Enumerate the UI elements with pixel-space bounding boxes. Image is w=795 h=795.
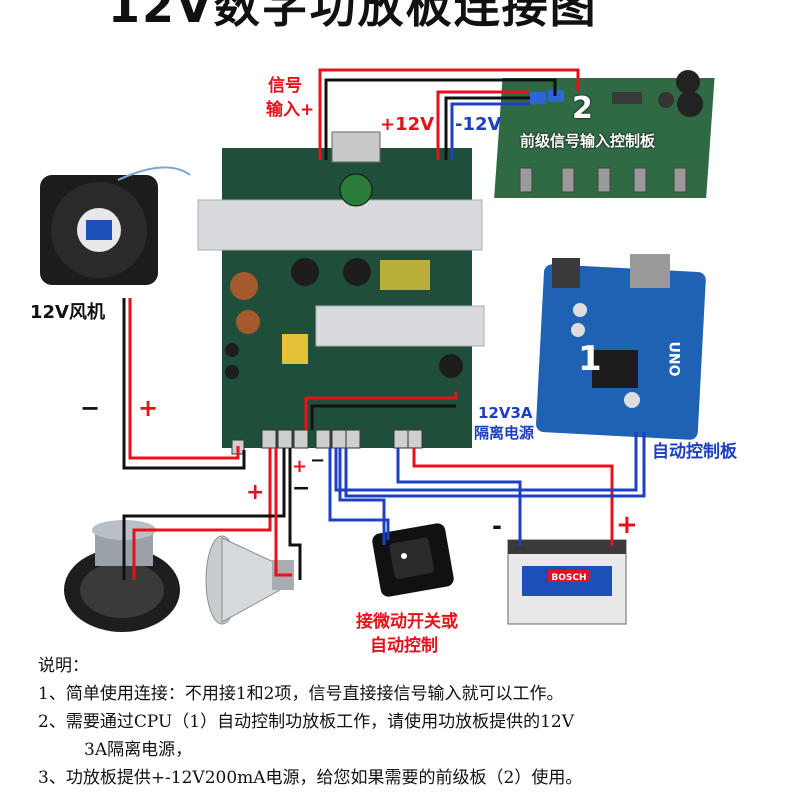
wire-horn-black xyxy=(288,448,302,580)
notes-line-3: 3、功放板提供+-12V200mA电源，给您如果需要的前级板（2）使用。 xyxy=(38,768,583,788)
notes-line-1: 1、简单使用连接：不用接1和2项，信号直接接信号输入就可以工作。 xyxy=(38,684,564,704)
wire-battery-plus xyxy=(412,448,614,546)
wire-fan-black xyxy=(122,298,246,470)
speaker xyxy=(64,520,180,632)
wire-horn-red xyxy=(274,448,292,577)
wire-switch-blue-a xyxy=(328,448,390,540)
battery-plus-label: + xyxy=(616,510,638,540)
iso-power-label-line2: 隔离电源 xyxy=(474,424,535,442)
wire-speaker-red-a xyxy=(132,448,272,580)
fan-minus-label: − xyxy=(80,394,101,422)
wire-fan-red xyxy=(128,298,240,460)
fan-label: 12V风机 xyxy=(30,302,105,323)
preamp-number: 2 xyxy=(572,91,593,126)
battery: BOSCH xyxy=(507,539,627,625)
arduino-number: 1 xyxy=(578,339,602,379)
arduino-uno-text: UNO xyxy=(665,341,682,377)
wire-signal-black xyxy=(324,78,557,160)
wire-gnd xyxy=(444,96,530,160)
fan xyxy=(40,166,191,285)
minus12v-label: -12V xyxy=(455,114,502,135)
speaker-plus-label-a: + xyxy=(246,480,265,505)
wire-minus12v xyxy=(450,102,530,160)
wire-arduino-blue-a xyxy=(334,432,638,492)
arduino-board xyxy=(536,254,706,440)
notes-line-2a: 2、需要通过CPU（1）自动控制功放板工作，请使用功放板提供的12V xyxy=(38,712,575,732)
signal-input-label-line1: 信号 xyxy=(268,76,302,96)
wires xyxy=(122,68,646,580)
plus12v-label: +12V xyxy=(380,114,435,135)
preamp-board-label: 前级信号输入控制板 xyxy=(520,132,656,150)
switch-label-line2: 自动控制 xyxy=(370,636,438,656)
notes-section: 说明： 1、简单使用连接：不用接1和2项，信号直接接信号输入就可以工作。 2、需… xyxy=(38,652,582,792)
wire-plus12v xyxy=(436,90,530,160)
iso-power-label-line1: 12V3A xyxy=(478,404,533,422)
amplifier-board xyxy=(197,131,485,448)
rocker-switch xyxy=(372,523,454,597)
battery-minus-label: - xyxy=(492,512,502,540)
preamp-board xyxy=(494,70,715,198)
battery-brand: BOSCH xyxy=(551,573,586,583)
page-title: 12V数字功放板连接图 xyxy=(108,0,598,33)
wire-iso-red xyxy=(304,392,458,430)
speaker-plus-label-b: + xyxy=(292,456,308,477)
speaker-minus-label-a: − xyxy=(292,476,311,501)
switch-label-line1: 接微动开关或 xyxy=(356,612,458,632)
notes-line-2b: 3A隔离电源， xyxy=(84,740,193,760)
wire-signal-red xyxy=(318,68,580,160)
fan-plus-label: + xyxy=(138,394,159,422)
wire-arduino-blue-b xyxy=(344,432,646,498)
auto-board-label: 自动控制板 xyxy=(652,442,737,462)
wire-battery-minus xyxy=(396,448,522,546)
signal-input-label-line2: 输入+ xyxy=(266,100,315,120)
notes-heading: 说明： xyxy=(38,656,89,676)
speaker-minus-label-b: − xyxy=(310,450,326,471)
horn-speaker xyxy=(205,535,294,625)
wire-iso-black xyxy=(310,404,456,430)
preamp-knobs xyxy=(519,167,687,193)
wire-switch-blue-b xyxy=(338,448,386,545)
wire-speaker-black-a xyxy=(122,448,286,580)
